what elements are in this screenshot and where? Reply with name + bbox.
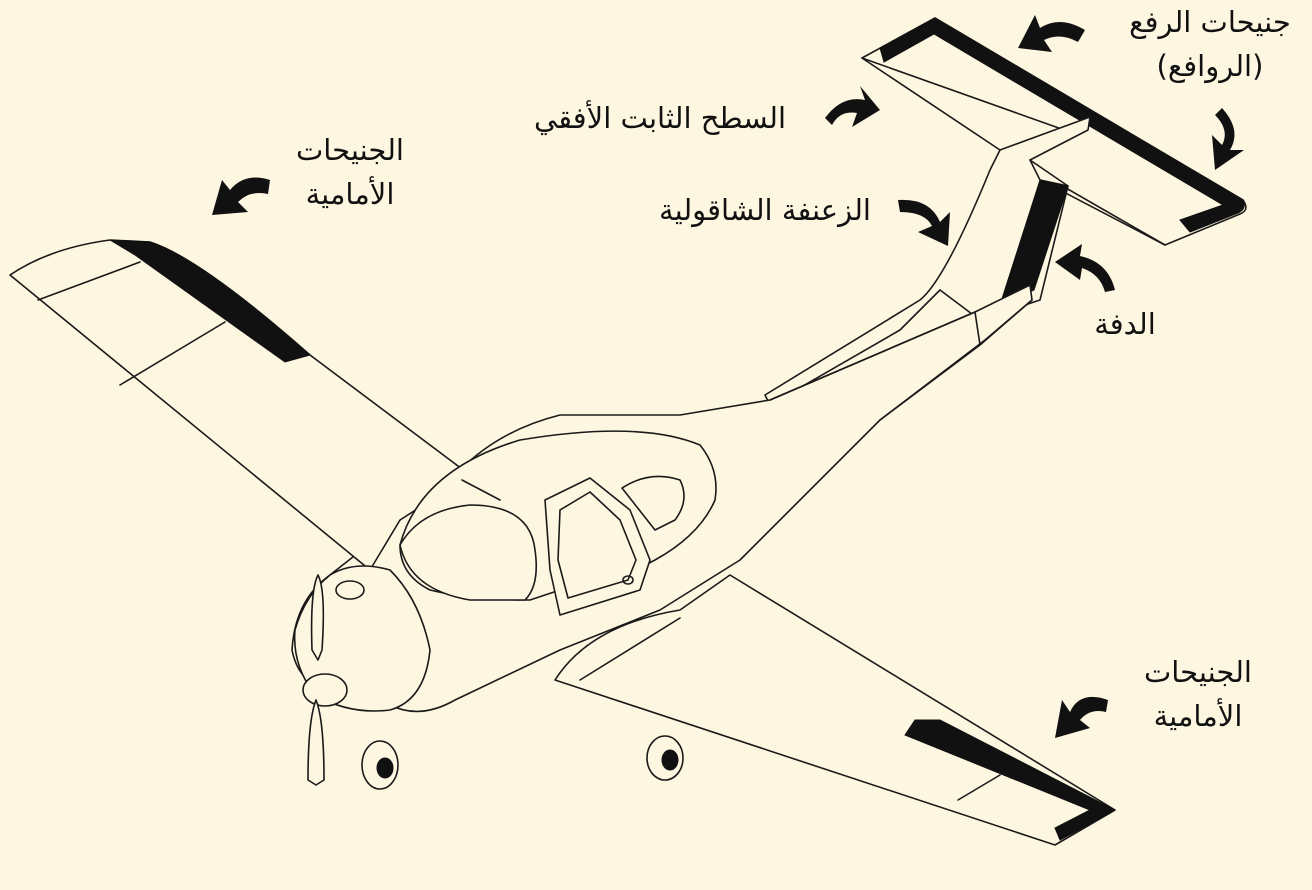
vertical-fin-label: الزعنفة الشاقولية (645, 188, 885, 232)
right-ailerons-label-line1: الجنيحات (1144, 655, 1252, 689)
right-ailerons-label-line2: الأمامية (1153, 699, 1243, 733)
left-ailerons-label-line1: الجنيحات (296, 133, 404, 167)
elevators-label-line1: جنيحات الرفع (1129, 5, 1291, 39)
right-aileron-surface (904, 719, 1117, 841)
elevator-arrow-side-icon (1212, 108, 1244, 170)
right-wing (554, 574, 1116, 846)
vertical-fin-arrow-icon (898, 199, 950, 246)
left-ailerons-label-line2: الأمامية (305, 177, 395, 211)
nose-propeller (293, 565, 431, 786)
left-ailerons-label: الجنيحات الأمامية (270, 128, 430, 216)
horizontal-stabilizer-label-text: السطح الثابت الأفقي (533, 101, 787, 135)
rudder-label: الدفة (1080, 302, 1170, 346)
landing-gear (361, 735, 684, 790)
elevator-arrow-top-icon (1018, 15, 1085, 52)
elevators-label-line2: (الروافع) (1156, 49, 1264, 83)
rudder-arrow-icon (1055, 244, 1115, 292)
vertical-fin-label-text: الزعنفة الشاقولية (659, 193, 871, 227)
elevator-surface (879, 17, 1245, 233)
rudder-label-text: الدفة (1094, 307, 1156, 341)
horizontal-stabilizer-label: السطح الثابت الأفقي (515, 96, 805, 140)
left-aileron-arrow-icon (212, 177, 270, 215)
cabin-door (544, 477, 651, 616)
right-aileron-arrow-icon (1055, 696, 1108, 738)
elevators-label: جنيحات الرفع (الروافع) (1110, 0, 1310, 88)
left-aileron-surface (109, 239, 312, 363)
rudder-surface (999, 179, 1069, 306)
right-ailerons-label: الجنيحات الأمامية (1118, 650, 1278, 738)
horizontal-stabilizer-arrow-icon (825, 86, 880, 127)
